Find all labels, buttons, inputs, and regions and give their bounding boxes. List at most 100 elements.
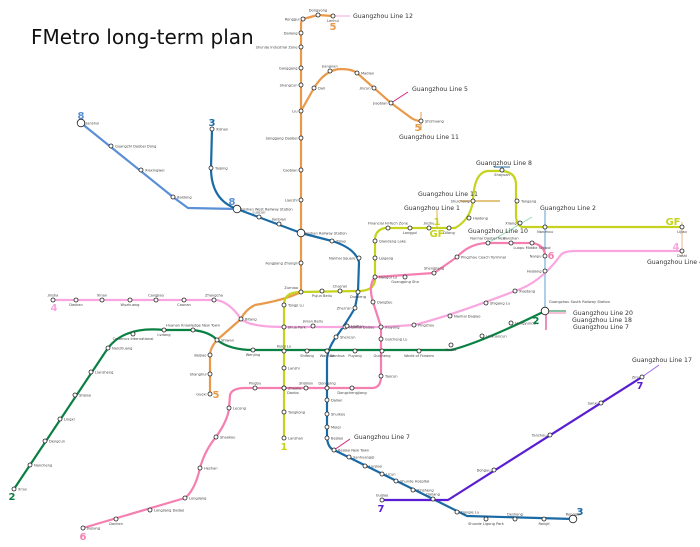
station-marker[interactable] [73,297,79,303]
station-marker[interactable] [298,260,304,266]
station-marker[interactable] [232,204,242,214]
station-marker[interactable] [352,305,358,311]
station-marker[interactable] [281,435,287,441]
station-marker[interactable] [127,297,133,303]
station-marker[interactable] [372,238,378,244]
station-marker[interactable] [298,108,304,114]
station-marker[interactable] [281,302,287,308]
station-marker[interactable] [11,486,17,492]
station-marker[interactable] [281,409,287,415]
station-marker[interactable] [378,324,384,330]
station-marker[interactable] [256,214,262,220]
station-marker[interactable] [181,297,187,303]
station-marker[interactable] [298,289,304,295]
station-marker[interactable] [354,70,360,76]
line7-route[interactable] [382,376,643,502]
station-marker[interactable] [298,30,304,36]
station-marker[interactable] [378,336,384,342]
station-marker[interactable] [379,497,385,503]
station-marker[interactable] [598,400,604,406]
station-marker[interactable] [448,342,454,348]
station-marker[interactable] [207,352,213,358]
station-marker[interactable] [324,411,330,417]
station-marker[interactable] [303,385,309,391]
station-marker[interactable] [147,507,153,513]
station-marker[interactable] [454,254,460,260]
station-marker[interactable] [371,85,377,91]
station-marker[interactable] [281,365,287,371]
station-marker[interactable] [447,313,453,319]
station-marker[interactable] [209,126,215,132]
line5-route[interactable] [208,13,334,394]
station-marker[interactable] [330,13,336,19]
station-marker[interactable] [372,255,378,261]
station-marker[interactable] [72,392,78,398]
line5-route[interactable] [300,67,422,123]
station-marker[interactable] [298,135,304,141]
station-marker[interactable] [276,221,282,227]
station-marker[interactable] [226,405,232,411]
station-marker[interactable] [300,16,306,22]
station-marker[interactable] [483,516,489,522]
station-marker[interactable] [324,397,330,403]
station-marker[interactable] [50,297,56,303]
station-marker[interactable] [333,334,339,340]
station-marker[interactable] [27,462,33,468]
station-marker[interactable] [346,454,352,460]
station-marker[interactable] [431,270,437,276]
station-marker[interactable] [349,385,355,391]
station-marker[interactable] [213,434,219,440]
station-marker[interactable] [281,348,287,354]
station-marker[interactable] [679,224,685,230]
station-marker[interactable] [483,300,489,306]
station-marker[interactable] [352,348,358,354]
station-marker[interactable] [430,496,436,502]
station-marker[interactable] [540,306,550,316]
station-marker[interactable] [470,198,476,204]
station-marker[interactable] [99,297,105,303]
station-marker[interactable] [485,240,491,246]
station-marker[interactable] [108,143,114,149]
station-marker[interactable] [130,331,136,337]
station-marker[interactable] [514,198,520,204]
station-marker[interactable] [281,324,287,330]
station-marker[interactable] [542,253,548,259]
station-marker[interactable] [337,288,343,294]
station-marker[interactable] [508,320,514,326]
station-marker[interactable] [304,348,310,354]
station-marker[interactable] [298,167,304,173]
station-marker[interactable] [296,228,306,238]
station-marker[interactable] [208,165,214,171]
station-marker[interactable] [57,416,63,422]
station-marker[interactable] [319,288,325,294]
station-marker[interactable] [315,12,321,18]
station-marker[interactable] [331,447,337,453]
station-marker[interactable] [207,391,213,397]
station-marker[interactable] [362,463,368,469]
station-marker[interactable] [298,197,304,203]
station-marker[interactable] [542,224,548,230]
line1-route[interactable] [282,169,682,438]
station-marker[interactable] [211,297,217,303]
station-marker[interactable] [153,297,159,303]
station-marker[interactable] [311,85,317,91]
station-marker[interactable] [385,225,391,231]
station-marker[interactable] [324,385,330,391]
station-marker[interactable] [388,100,394,106]
station-marker[interactable] [379,348,385,354]
station-marker[interactable] [512,516,518,522]
station-marker[interactable] [310,323,316,329]
station-marker[interactable] [541,516,547,522]
station-marker[interactable] [418,118,424,124]
station-marker[interactable] [372,274,378,280]
station-marker[interactable] [281,385,287,391]
station-marker[interactable] [324,435,330,441]
station-marker[interactable] [105,345,111,351]
station-marker[interactable] [491,467,497,473]
station-marker[interactable] [479,333,485,339]
station-marker[interactable] [355,289,361,295]
station-marker[interactable] [113,516,119,522]
station-marker[interactable] [170,194,176,200]
station-marker[interactable] [161,327,167,333]
station-marker[interactable] [547,432,553,438]
